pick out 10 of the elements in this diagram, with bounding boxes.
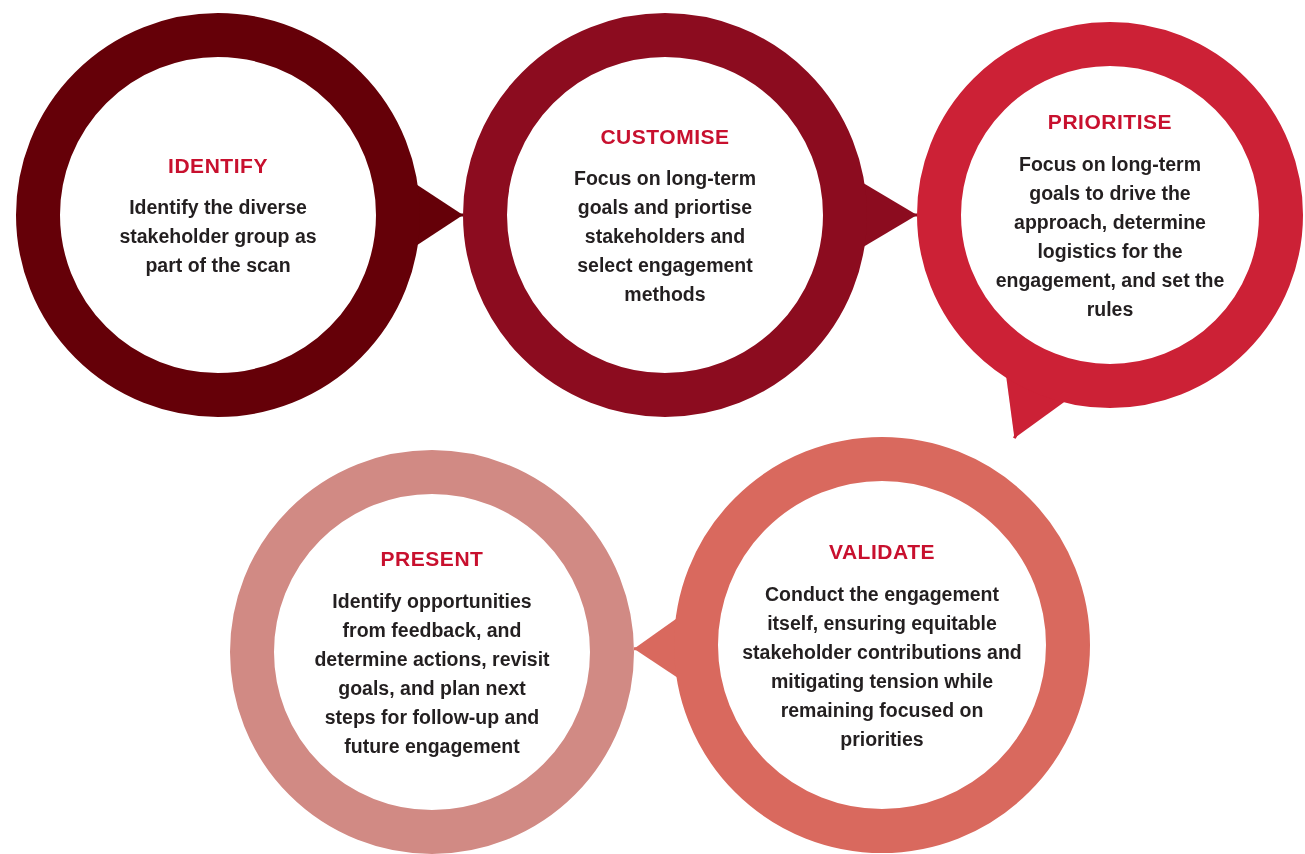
step-title: PRESENT — [380, 546, 484, 573]
step-description: Focus on long-term goals and priortise stakeholders and select engagement methods — [573, 166, 757, 308]
step-description: Identify opportunities from feedback, and determine actions, revisit goals, and plan next steps for follow-up and future engagement — [313, 588, 551, 759]
step-description: Focus on long-term goals to drive the approach, determine logistics for the engagement, and set the rules — [995, 151, 1225, 322]
step-title: CUSTOMISE — [600, 123, 730, 150]
step-description: Conduct the engagement itself, ensuring equitable stakeholder contributions and mitigating tension while remaining focused on priorities — [742, 581, 1022, 752]
step-title: IDENTIFY — [168, 152, 268, 179]
step-description: Identify the diverse stakeholder group as part of the scan — [118, 195, 318, 279]
step-title: VALIDATE — [828, 539, 936, 566]
step-title: PRIORITISE — [1047, 109, 1173, 136]
